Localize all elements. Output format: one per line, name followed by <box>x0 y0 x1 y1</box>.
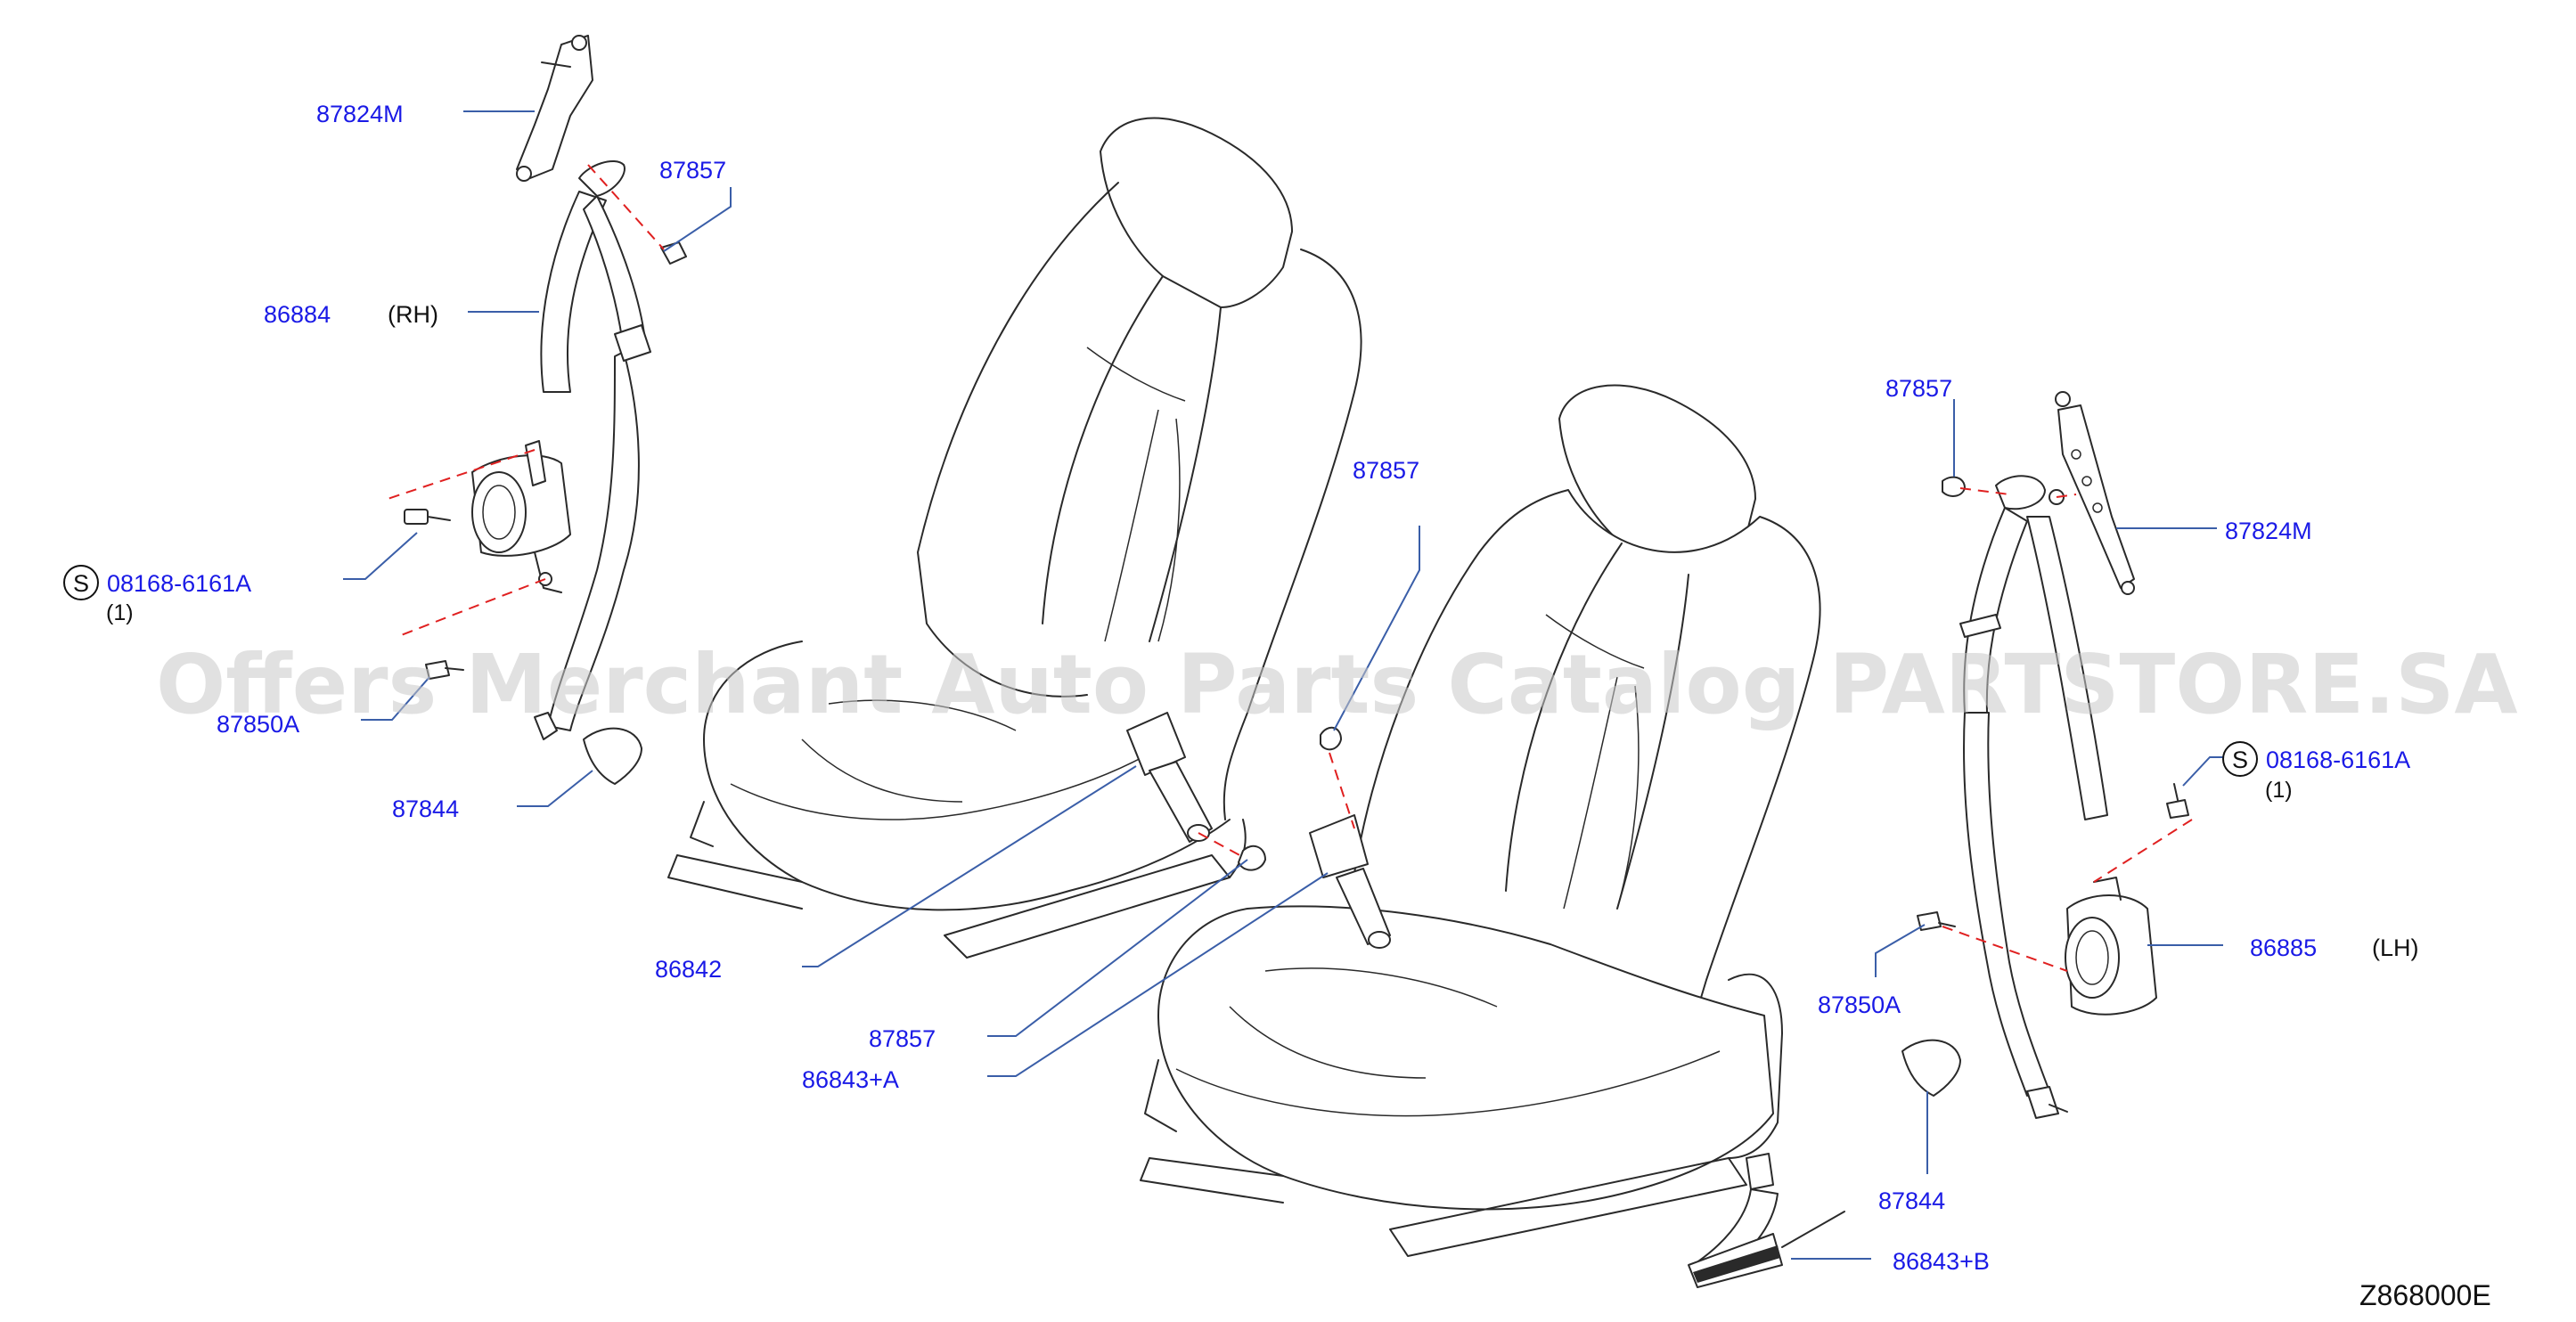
label-87857-mid[interactable]: 87857 <box>869 1025 936 1052</box>
label-86885[interactable]: 86885 <box>2250 934 2317 961</box>
svg-text:S: S <box>2232 747 2248 773</box>
label-87857-center[interactable]: 87857 <box>1353 457 1419 484</box>
alignment-dash-lines <box>387 164 2193 972</box>
leader-lines <box>343 110 2223 1260</box>
side-note-lh: (LH) <box>2372 934 2419 961</box>
label-87857-top[interactable]: 87857 <box>659 157 726 184</box>
label-86884[interactable]: 86884 <box>264 301 331 328</box>
label-87844-rh[interactable]: 87844 <box>392 796 459 822</box>
label-87844-lh[interactable]: 87844 <box>1878 1187 1945 1214</box>
s-marker-lh: S <box>2222 741 2258 777</box>
label-86843-b[interactable]: 86843+B <box>1893 1248 1990 1275</box>
label-87850a-rh[interactable]: 87850A <box>217 711 299 738</box>
label-87850a-lh[interactable]: 87850A <box>1818 992 1901 1018</box>
watermark-text: Offers Merchant Auto Parts Catalog PARTS… <box>156 637 2518 732</box>
seat-rh-drawing <box>667 117 1362 959</box>
quantity-lh: (1) <box>2265 778 2293 803</box>
label-87824m-rh[interactable]: 87824M <box>316 101 404 127</box>
side-note-rh: (RH) <box>388 301 438 328</box>
center-buckles <box>1126 712 1391 949</box>
diagram-code: Z868000E <box>2359 1279 2491 1311</box>
label-87824m-lh[interactable]: 87824M <box>2225 518 2312 544</box>
s-marker-rh: S <box>63 565 99 600</box>
label-86842[interactable]: 86842 <box>655 956 722 983</box>
seat-lh-drawing <box>1140 384 1821 1257</box>
lh-belt-assembly <box>1688 391 2189 1288</box>
label-08168-6161a-lh[interactable]: 08168-6161A <box>2266 747 2410 773</box>
rh-belt-assembly <box>404 35 687 785</box>
label-87857-right[interactable]: 87857 <box>1885 375 1952 402</box>
quantity-rh: (1) <box>106 600 134 625</box>
label-86843-a[interactable]: 86843+A <box>802 1066 899 1093</box>
svg-text:S: S <box>73 570 89 597</box>
label-08168-6161a-rh[interactable]: 08168-6161A <box>107 570 251 597</box>
